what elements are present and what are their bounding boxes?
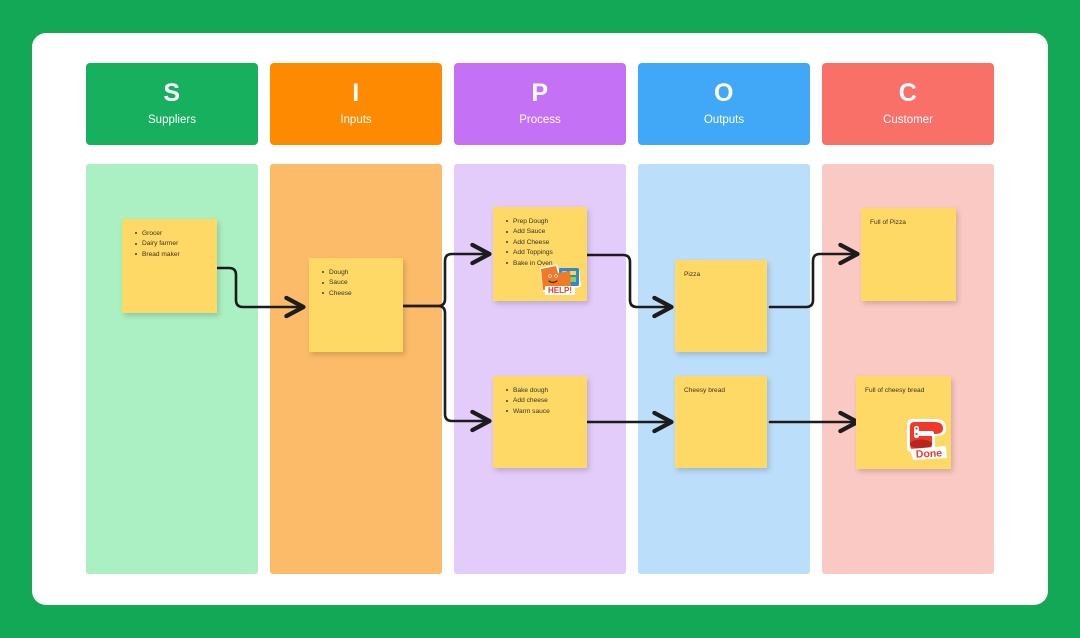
column-word: Process [519, 114, 561, 127]
note-bullet: Add Sauce [506, 227, 578, 237]
note-bullet: Bake in Oven [506, 259, 578, 269]
sticky-note-process-pizza[interactable]: Prep Dough Add Sauce Add Cheese Add Topp… [493, 207, 587, 301]
note-bullet: Bread maker [135, 250, 208, 260]
help-sticker: HELP! [537, 259, 583, 297]
sticky-note-outputs-pizza[interactable]: Pizza [675, 260, 767, 352]
note-bullet: Add cheese [506, 396, 578, 406]
column-header-process[interactable]: P Process [454, 63, 626, 145]
note-bullet: Warm sauce [506, 407, 578, 417]
column-header-outputs[interactable]: O Outputs [638, 63, 810, 145]
column-word: Inputs [340, 114, 372, 127]
column-letter: P [531, 79, 549, 108]
note-bullet: Bake dough [506, 386, 578, 396]
note-bullet-list: Grocer Dairy farmer Bread maker [131, 229, 208, 260]
done-sticker: Done [902, 413, 951, 463]
help-sticker-label: HELP! [548, 286, 572, 295]
note-bullet-list: Bake dough Add cheese Warm sauce [502, 386, 578, 417]
column-header-suppliers[interactable]: S Suppliers [86, 63, 258, 145]
note-text: Full of cheesy bread [865, 387, 925, 394]
column-header-customer[interactable]: C Customer [822, 63, 994, 145]
sticky-note-inputs[interactable]: Dough Sauce Cheese [309, 258, 403, 352]
column-band-inputs [270, 164, 442, 574]
note-bullet: Dairy farmer [135, 239, 208, 249]
sticky-note-process-bread[interactable]: Bake dough Add cheese Warm sauce [493, 376, 587, 468]
note-bullet: Prep Dough [506, 217, 578, 227]
column-word: Outputs [703, 114, 745, 127]
note-bullet-list: Prep Dough Add Sauce Add Cheese Add Topp… [502, 217, 578, 269]
note-text: Pizza [684, 271, 701, 278]
note-bullet: Grocer [135, 229, 208, 239]
note-bullet-list: Dough Sauce Cheese [318, 268, 394, 299]
column-letter: O [714, 79, 734, 108]
note-bullet: Sauce [322, 278, 394, 288]
sticky-note-customer-bread[interactable]: Full of cheesy bread Done [856, 376, 951, 469]
note-bullet: Cheese [322, 289, 394, 299]
done-sticker-label: Done [916, 447, 943, 460]
note-bullet: Add Cheese [506, 238, 578, 248]
sticky-note-customer-pizza[interactable]: Full of Pizza [861, 208, 956, 301]
column-letter: C [898, 79, 918, 108]
column-letter: I [352, 79, 360, 108]
note-bullet: Dough [322, 268, 394, 278]
note-text: Full of Pizza [870, 219, 906, 226]
column-band-outputs [638, 164, 810, 574]
note-text: Cheesy bread [684, 387, 726, 394]
note-bullet: Add Toppings [506, 248, 578, 258]
column-word: Suppliers [148, 114, 196, 127]
column-word: Customer [883, 114, 933, 127]
column-header-inputs[interactable]: I Inputs [270, 63, 442, 145]
sticky-note-outputs-bread[interactable]: Cheesy bread [675, 376, 767, 468]
column-letter: S [163, 79, 181, 108]
sticky-note-suppliers[interactable]: Grocer Dairy farmer Bread maker [122, 219, 217, 313]
